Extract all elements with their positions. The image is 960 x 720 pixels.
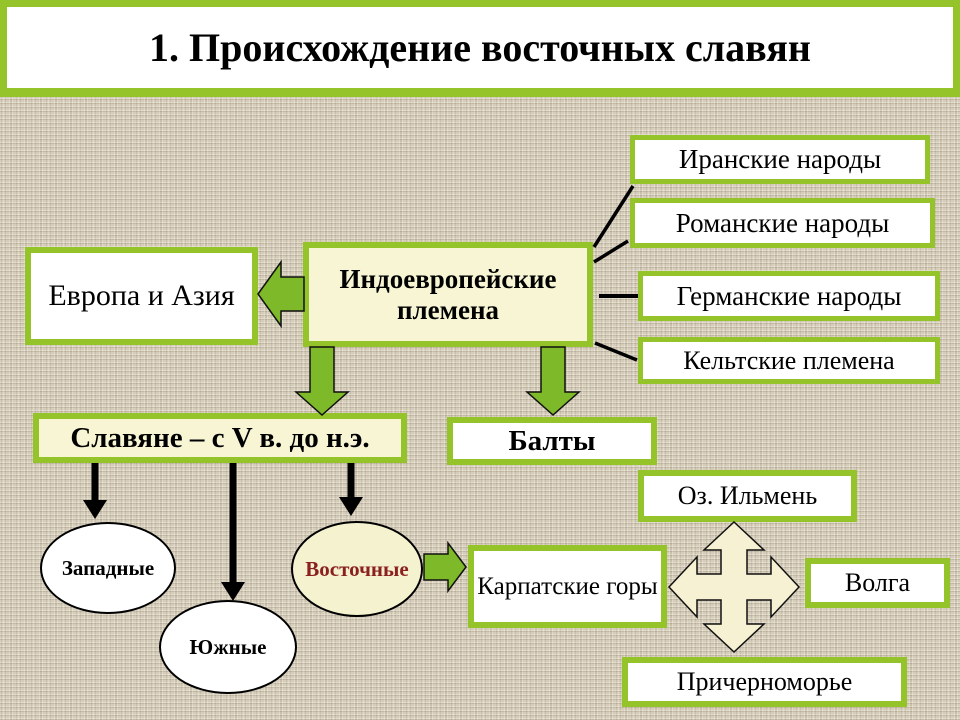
ellipse-western-slavs-label: Западные — [61, 555, 155, 580]
black-arrow-to-southern — [221, 463, 245, 601]
slide-title: 1. Происхождение восточных славян — [149, 25, 811, 70]
line-to-celtic — [594, 341, 638, 362]
box-iranian-peoples-label: Иранские народы — [678, 144, 882, 175]
ellipse-eastern-slavs-label: Восточные — [305, 556, 409, 581]
box-carpathian-mountains: Карпатские горы — [468, 545, 667, 628]
box-balts: Балты — [447, 417, 657, 465]
box-europe-asia-label: Европа и Азия — [48, 279, 235, 313]
line-to-romance — [593, 239, 629, 264]
box-black-sea-region-label: Причерноморье — [676, 667, 853, 697]
ellipse-southern-slavs-label: Южные — [189, 634, 267, 659]
box-romance-peoples: Романские народы — [630, 198, 935, 248]
line-to-iranian — [592, 185, 635, 248]
black-arrow-to-western — [83, 463, 107, 519]
box-carpathian-mountains-label: Карпатские горы — [477, 572, 658, 600]
box-slavs-label: Славяне – с V в. до н.э. — [70, 421, 370, 454]
box-iranian-peoples: Иранские народы — [630, 135, 930, 184]
ellipse-western-slavs: Западные — [40, 522, 176, 614]
box-volga: Волга — [805, 558, 950, 608]
green-arrow-down-to-slavs — [294, 346, 350, 417]
green-arrow-down-to-balts — [525, 346, 581, 417]
title-bar: 1. Происхождение восточных славян — [0, 0, 960, 97]
box-balts-label: Балты — [508, 424, 596, 457]
box-celtic-tribes: Кельтские племена — [638, 337, 940, 384]
box-romance-peoples-label: Романские народы — [675, 207, 890, 238]
box-lake-ilmen-label: Оз. Ильмень — [677, 481, 818, 511]
box-europe-asia: Европа и Азия — [25, 247, 258, 345]
four-way-arrow-icon — [667, 520, 801, 654]
box-lake-ilmen: Оз. Ильмень — [638, 470, 857, 522]
box-germanic-peoples-label: Германские народы — [676, 280, 902, 311]
green-arrow-right-to-carpathian — [423, 540, 467, 594]
ellipse-eastern-slavs: Восточные — [291, 521, 423, 617]
ellipse-southern-slavs: Южные — [159, 600, 297, 694]
box-indo-european-tribes: Индоевропейские племена — [303, 242, 593, 347]
box-volga-label: Волга — [844, 568, 911, 598]
black-arrow-to-eastern — [339, 463, 363, 516]
box-indo-european-tribes-label: Индоевропейские племена — [339, 264, 557, 325]
green-arrow-left-to-europe-asia — [257, 259, 305, 329]
box-slavs: Славяне – с V в. до н.э. — [33, 413, 407, 463]
box-germanic-peoples: Германские народы — [638, 271, 940, 321]
box-celtic-tribes-label: Кельтские племена — [683, 345, 895, 375]
box-black-sea-region: Причерноморье — [622, 657, 907, 707]
